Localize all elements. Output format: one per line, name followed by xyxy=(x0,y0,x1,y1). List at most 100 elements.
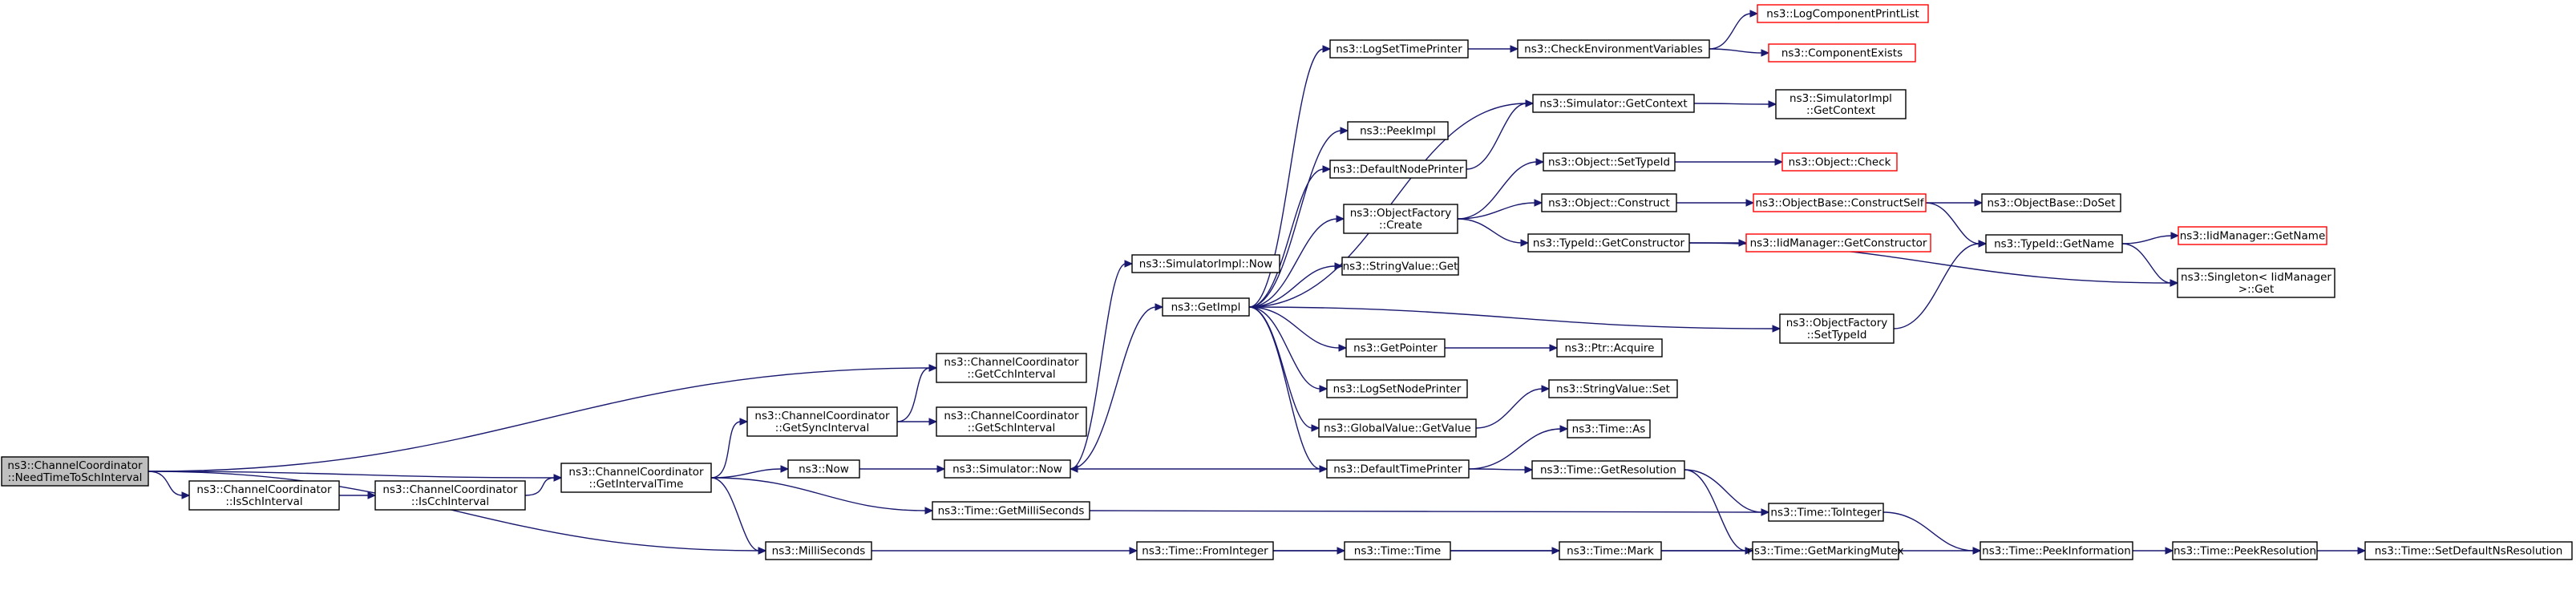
node-label: ns3::Object::Construct xyxy=(1548,197,1670,210)
node-checkenv[interactable]: ns3::CheckEnvironmentVariables xyxy=(1517,39,1710,59)
node-box xyxy=(374,480,526,511)
node-getsync[interactable]: ns3::ChannelCoordinator::GetSyncInterval xyxy=(746,406,898,437)
node-getpointer[interactable]: ns3::GetPointer xyxy=(1345,338,1446,358)
node-label: ns3::Time::GetResolution xyxy=(1540,464,1676,477)
arrowhead xyxy=(1745,199,1755,207)
arrowhead xyxy=(2357,547,2367,555)
node-globalvalget[interactable]: ns3::GlobalValue::GetValue xyxy=(1318,418,1477,438)
node-logsetnodeprinter[interactable]: ns3::LogSetNodePrinter xyxy=(1326,379,1468,398)
arrowhead xyxy=(1322,165,1332,173)
node-simnow[interactable]: ns3::Simulator::Now xyxy=(944,459,1071,479)
node-strvalset[interactable]: ns3::StringValue::Set xyxy=(1548,379,1678,398)
node-label: ns3::Time::GetMilliSeconds xyxy=(938,505,1085,518)
node-label: ::GetIntervalTime xyxy=(589,478,684,491)
node-getmarkmutex[interactable]: ns3::Time::GetMarkingMutex xyxy=(1747,541,1904,560)
node-iscchint[interactable]: ns3::ChannelCoordinator::IsCchInterval xyxy=(374,480,526,511)
call-edge-needtime-to-milliseconds xyxy=(148,471,760,552)
node-setdefres[interactable]: ns3::Time::SetDefaultNsResolution xyxy=(2364,541,2573,560)
node-typeidgetname[interactable]: ns3::TypeId::GetName xyxy=(1985,234,2123,253)
node-label: ns3::Time::Time xyxy=(1354,545,1441,558)
call-nodes: ns3::ChannelCoordinator::NeedTimeToSchIn… xyxy=(1,4,2573,560)
node-timeas[interactable]: ns3::Time::As xyxy=(1567,419,1651,438)
node-objsettypeid[interactable]: ns3::Object::SetTypeId xyxy=(1543,152,1676,172)
node-label: ns3::ChannelCoordinator xyxy=(7,459,143,472)
arrowhead xyxy=(1336,215,1345,223)
node-ptracquire[interactable]: ns3::Ptr::Acquire xyxy=(1556,338,1663,358)
node-label: ns3::LogComponentPrintList xyxy=(1766,8,1919,21)
arrowhead xyxy=(1559,425,1569,433)
node-logsettimeprinter[interactable]: ns3::LogSetTimePrinter xyxy=(1329,39,1469,59)
node-objcheck[interactable]: ns3::Object::Check xyxy=(1781,152,1898,172)
node-label: ns3::Singleton< IidManager xyxy=(2181,271,2331,284)
node-iidgetctor[interactable]: ns3::IidManager::GetConstructor xyxy=(1745,233,1931,253)
node-box xyxy=(1548,379,1678,398)
node-timetime[interactable]: ns3::Time::Time xyxy=(1344,541,1451,560)
node-getmilli[interactable]: ns3::Time::GetMilliSeconds xyxy=(932,501,1090,520)
node-label: ::GetSchInterval xyxy=(968,422,1055,434)
node-box xyxy=(1980,541,2133,560)
node-objbaseconstructself[interactable]: ns3::ObjectBase::ConstructSelf xyxy=(1753,193,1927,212)
call-edge-getimpl-to-objfactsettypeid xyxy=(1248,306,1774,329)
arrowhead xyxy=(1551,547,1561,555)
node-simimplgetctx[interactable]: ns3::SimulatorImpl::GetContext xyxy=(1775,89,1907,119)
node-objfactsettypeid[interactable]: ns3::ObjectFactory::SetTypeId xyxy=(1779,313,1895,344)
node-label: ns3::Time::SetDefaultNsResolution xyxy=(2375,545,2563,558)
node-milliseconds[interactable]: ns3::MilliSeconds xyxy=(765,541,872,560)
node-getcch[interactable]: ns3::ChannelCoordinator::GetCchInterval xyxy=(936,353,1087,383)
call-edge-getimpl-to-defnodeprinter xyxy=(1248,168,1324,308)
call-edge-getimpl-to-globalvalget xyxy=(1248,306,1313,429)
node-objbasedoset[interactable]: ns3::ObjectBase::DoSet xyxy=(1981,193,2121,212)
node-box xyxy=(1541,193,1677,212)
node-logcompprintlist[interactable]: ns3::LogComponentPrintList xyxy=(1757,4,1929,23)
node-box xyxy=(1985,234,2123,253)
node-simgetctx[interactable]: ns3::Simulator::GetContext xyxy=(1532,94,1695,113)
node-label: ns3::ChannelCoordinator xyxy=(944,356,1079,369)
node-frominteger[interactable]: ns3::Time::FromInteger xyxy=(1136,541,1274,560)
arrowhead xyxy=(1541,385,1551,393)
node-strvalget[interactable]: ns3::StringValue::Get xyxy=(1341,257,1459,276)
arrowhead xyxy=(1338,344,1348,352)
node-box xyxy=(932,501,1090,520)
call-edge-globalvalget-to-strvalset xyxy=(1475,388,1543,429)
node-timemark[interactable]: ns3::Time::Mark xyxy=(1559,541,1662,560)
node-box xyxy=(1531,460,1685,479)
node-peekimpl[interactable]: ns3::PeekImpl xyxy=(1347,121,1449,140)
node-tointeger[interactable]: ns3::Time::ToInteger xyxy=(1768,503,1884,522)
node-getimpl[interactable]: ns3::GetImpl xyxy=(1162,297,1250,317)
node-iidgetname[interactable]: ns3::IidManager::GetName xyxy=(2178,226,2327,245)
node-box xyxy=(787,459,860,479)
node-box xyxy=(1329,39,1469,59)
node-defnodeprinter[interactable]: ns3::DefaultNodePrinter xyxy=(1329,160,1467,179)
node-getresolution[interactable]: ns3::Time::GetResolution xyxy=(1531,460,1685,479)
node-label: ns3::SimulatorImpl::Now xyxy=(1139,258,1272,271)
arrowhead xyxy=(1129,547,1138,555)
arrowhead xyxy=(1978,240,1988,248)
node-needtime[interactable]: ns3::ChannelCoordinator::NeedTimeToSchIn… xyxy=(1,456,149,487)
node-label: ::GetContext xyxy=(1806,104,1875,117)
node-isschint[interactable]: ns3::ChannelCoordinator::IsSchInterval xyxy=(188,480,340,511)
node-getinttime[interactable]: ns3::ChannelCoordinator::GetIntervalTime xyxy=(560,463,712,493)
node-deftimeprinter[interactable]: ns3::DefaultTimePrinter xyxy=(1326,459,1470,479)
node-typeidgetctor[interactable]: ns3::TypeId::GetConstructor xyxy=(1527,233,1690,253)
node-objfactcreate[interactable]: ns3::ObjectFactory::Create xyxy=(1343,204,1458,234)
node-now[interactable]: ns3::Now xyxy=(787,459,860,479)
arrowhead xyxy=(1972,547,1982,555)
node-getsch[interactable]: ns3::ChannelCoordinator::GetSchInterval xyxy=(936,406,1087,437)
arrowhead xyxy=(181,491,191,499)
node-peekres[interactable]: ns3::Time::PeekResolution xyxy=(2172,541,2318,560)
node-box xyxy=(1779,313,1895,344)
call-edge-simnow-to-getimpl xyxy=(1070,306,1157,470)
node-compexists[interactable]: ns3::ComponentExists xyxy=(1768,43,1916,63)
node-label: ns3::Time::ToInteger xyxy=(1770,507,1882,519)
node-objconstruct[interactable]: ns3::Object::Construct xyxy=(1541,193,1677,212)
node-box xyxy=(1345,338,1446,358)
node-peekinfo[interactable]: ns3::Time::PeekInformation xyxy=(1980,541,2133,560)
call-edge-defnodeprinter-to-simgetctx xyxy=(1466,103,1527,170)
node-box xyxy=(1343,204,1458,234)
node-simimplnow[interactable]: ns3::SimulatorImpl::Now xyxy=(1131,254,1280,273)
node-singletonget[interactable]: ns3::Singleton< IidManager >::Get xyxy=(2177,268,2335,298)
node-label: ns3::Time::Mark xyxy=(1567,545,1654,558)
node-label: ns3::GetImpl xyxy=(1171,301,1241,314)
node-label: ns3::GetPointer xyxy=(1353,342,1438,355)
node-box xyxy=(1318,418,1477,438)
